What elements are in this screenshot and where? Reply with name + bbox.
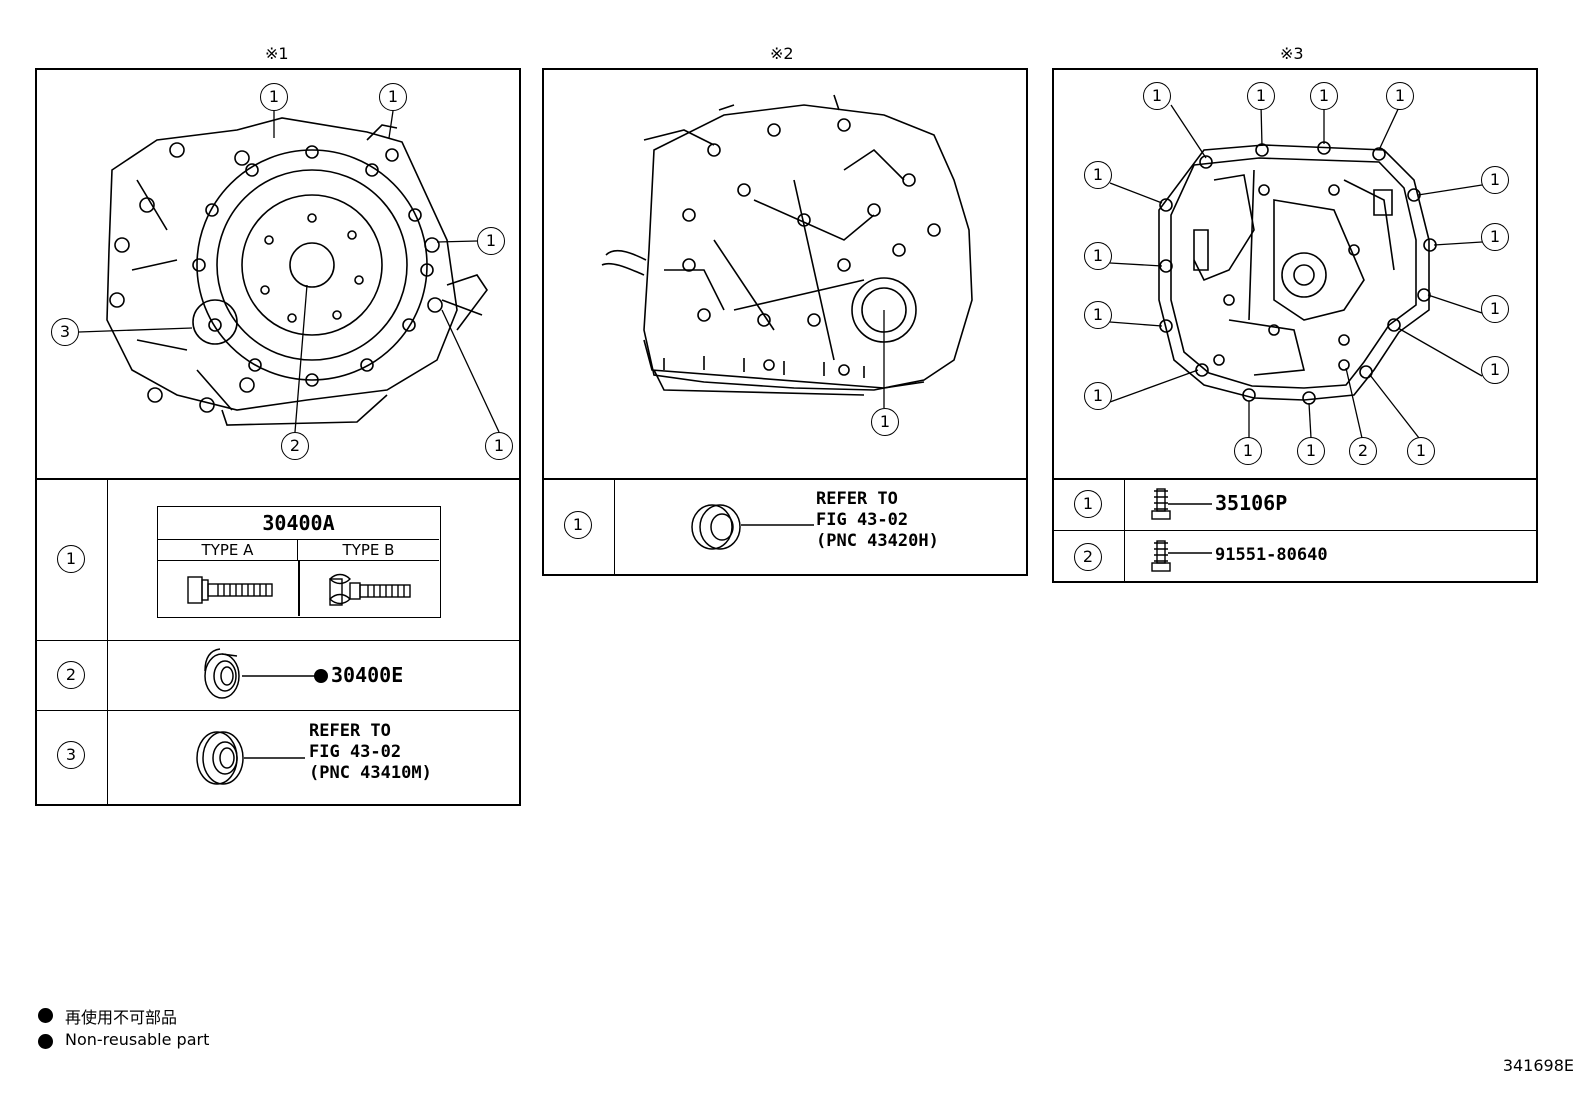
table-row: 1 REFER TO FIG 43-02 (PNC 43420H): [544, 478, 1026, 576]
row-number: 1: [57, 545, 85, 573]
bolt-type-table: 30400A TYPE A TYPE B: [157, 506, 441, 618]
transaxle-front-illustration: [37, 70, 523, 482]
bolt-icon: [158, 507, 442, 619]
callout-1: 1: [1481, 166, 1509, 194]
callout-1: 1: [871, 408, 899, 436]
callout-1: 1: [1143, 82, 1171, 110]
table-row: 2 30400E: [37, 640, 519, 710]
part-number: 91551-80640: [1215, 545, 1328, 565]
oil-seal-icon: [37, 641, 523, 711]
callout-1: 1: [1297, 437, 1325, 465]
callout-1: 1: [1084, 382, 1112, 410]
table-row: 3 REFER TO FIG 43-02 (PNC 43410M): [37, 710, 519, 806]
panel1-drawing: 1 1 1 1 2 3: [35, 68, 521, 480]
legend-english: Non-reusable part: [65, 1030, 209, 1049]
panel2-drawing: 1: [542, 68, 1028, 480]
callout-1: 1: [260, 83, 288, 111]
callout-1: 1: [1084, 301, 1112, 329]
legend-japanese: 再使用不可部品: [65, 1004, 177, 1028]
callout-1: 1: [1234, 437, 1262, 465]
refer-note: REFER TO FIG 43-02 (PNC 43410M): [309, 721, 432, 784]
panel1-parts-table: 1 30400A TYPE A TYPE B: [35, 478, 521, 806]
panel3-header: ※3: [1280, 44, 1304, 63]
non-reusable-marker: [38, 1008, 53, 1023]
callout-1: 1: [1310, 82, 1338, 110]
callout-1: 1: [485, 432, 513, 460]
table-row: 2 91551-80640: [1054, 530, 1536, 583]
table-row: 1 35106P: [1054, 478, 1536, 530]
bolt-icon: [1054, 479, 1540, 531]
refer-note: REFER TO FIG 43-02 (PNC 43420H): [816, 489, 939, 552]
callout-1: 1: [1407, 437, 1435, 465]
callout-1: 1: [1481, 356, 1509, 384]
callout-1: 1: [379, 83, 407, 111]
non-reusable-marker: [314, 669, 328, 683]
callout-1: 1: [1386, 82, 1414, 110]
oil-seal-icon: [544, 479, 1030, 577]
panel2-parts-table: 1 REFER TO FIG 43-02 (PNC 43420H): [542, 478, 1028, 576]
non-reusable-marker: [38, 1034, 53, 1049]
panel1-header: ※1: [265, 44, 289, 63]
diagram-id: 341698E: [1503, 1056, 1574, 1075]
callout-2: 2: [1349, 437, 1377, 465]
callout-3: 3: [51, 318, 79, 346]
bearing-icon: [37, 711, 523, 807]
transaxle-side-illustration: [544, 70, 1030, 482]
panel3-parts-table: 1 35106P 2 91551-80640: [1052, 478, 1538, 583]
panel2-header: ※2: [770, 44, 794, 63]
table-row: 1 30400A TYPE A TYPE B: [37, 478, 519, 640]
callout-1: 1: [1084, 161, 1112, 189]
callout-1: 1: [1481, 295, 1509, 323]
callout-1: 1: [1084, 242, 1112, 270]
callout-1: 1: [1481, 223, 1509, 251]
valve-body-cover-illustration: [1054, 70, 1540, 482]
callout-1: 1: [1247, 82, 1275, 110]
part-number: 35106P: [1215, 491, 1287, 515]
callout-1: 1: [477, 227, 505, 255]
part-number: 30400E: [331, 663, 403, 687]
panel3-drawing: 1 1 1 1 1 1 1 1 1 1 1 1 1 1 2 1: [1052, 68, 1538, 480]
callout-2: 2: [281, 432, 309, 460]
